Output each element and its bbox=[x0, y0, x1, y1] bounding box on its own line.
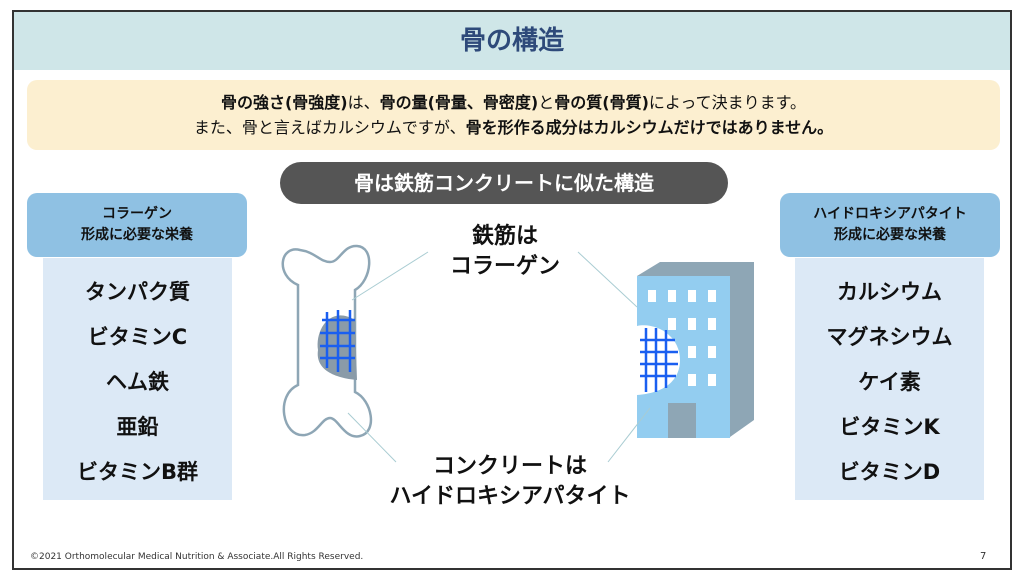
list-item: ケイ素 bbox=[858, 370, 921, 394]
list-item: ビタミンD bbox=[838, 460, 941, 484]
caption-line: コラーゲン bbox=[449, 254, 560, 279]
caption-line: ハイドロキシアパタイト bbox=[389, 484, 631, 509]
caption-line: 鉄筋は bbox=[471, 224, 538, 249]
list-item: ビタミンC bbox=[87, 325, 188, 349]
list-item: カルシウム bbox=[837, 280, 942, 304]
list-item: タンパク質 bbox=[85, 280, 190, 304]
collagen-heading: コラーゲン形成に必要な栄養 bbox=[27, 193, 247, 257]
intro-text: は、 bbox=[347, 93, 380, 112]
intro-text: 骨を形作る成分はカルシウムだけではありません。 bbox=[465, 118, 834, 137]
intro-text: によって決まります。 bbox=[648, 93, 807, 112]
hydroxyapatite-nutrient-list: カルシウム マグネシウム ケイ素 ビタミンK ビタミンD bbox=[795, 258, 984, 500]
structure-pill: 骨は鉄筋コンクリートに似た構造 bbox=[280, 162, 728, 204]
heading-line: 形成に必要な栄養 bbox=[81, 227, 193, 243]
hydroxyapatite-heading: ハイドロキシアパタイト形成に必要な栄養 bbox=[780, 193, 1000, 257]
intro-text: 骨の質(骨質) bbox=[554, 93, 649, 112]
list-item: ヘム鉄 bbox=[106, 370, 169, 394]
bone-icon bbox=[281, 244, 373, 438]
heading-line: 形成に必要な栄養 bbox=[834, 227, 946, 243]
building-icon bbox=[637, 262, 754, 438]
copyright: ©2021 Orthomolecular Medical Nutrition &… bbox=[30, 552, 364, 562]
heading-line: コラーゲン bbox=[102, 206, 172, 222]
concrete-caption: コンクリートはハイドロキシアパタイト bbox=[360, 452, 660, 512]
intro-text: 骨の量(骨量、骨密度) bbox=[379, 93, 539, 112]
intro-text: と bbox=[538, 93, 555, 112]
list-item: 亜鉛 bbox=[116, 415, 159, 439]
collagen-nutrient-list: タンパク質 ビタミンC ヘム鉄 亜鉛 ビタミンB群 bbox=[43, 258, 232, 500]
page-number: 7 bbox=[980, 551, 987, 562]
list-item: ビタミンK bbox=[839, 415, 940, 439]
caption-line: コンクリートは bbox=[432, 454, 587, 479]
intro-box: 骨の強さ(骨強度)は、骨の量(骨量、骨密度)と骨の質(骨質)によって決まります。… bbox=[27, 80, 1000, 150]
heading-line: ハイドロキシアパタイト bbox=[813, 206, 967, 222]
list-item: ビタミンB群 bbox=[76, 460, 198, 484]
list-item: マグネシウム bbox=[826, 325, 953, 349]
slide-title: 骨の構造 bbox=[14, 12, 1010, 70]
intro-text: 骨の強さ(骨強度) bbox=[220, 93, 348, 112]
slide-frame bbox=[12, 10, 1012, 570]
intro-text: また、骨と言えばカルシウムですが、 bbox=[193, 118, 466, 137]
rebar-caption: 鉄筋はコラーゲン bbox=[420, 222, 590, 282]
callout-lines bbox=[347, 251, 651, 463]
